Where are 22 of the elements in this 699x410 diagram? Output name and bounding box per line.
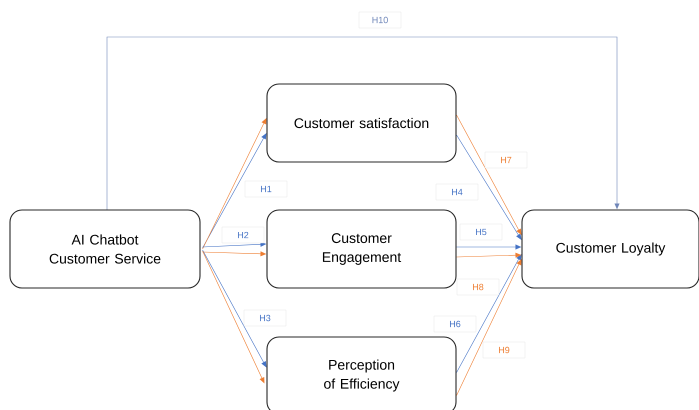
- edge-label: H3: [244, 310, 286, 326]
- edge-label: H5: [460, 224, 502, 240]
- edge-label: H9: [482, 342, 526, 358]
- process-box: Customer Engagement: [266, 209, 457, 289]
- process-box: Customer satisfaction: [266, 83, 457, 163]
- arrow: [202, 250, 266, 368]
- edge-label: H6: [434, 316, 476, 332]
- arrow: [456, 114, 522, 235]
- arrow: [456, 259, 522, 396]
- process-box: Perception of Efficiency: [266, 336, 457, 410]
- process-box: AI Chatbot Customer Service: [9, 209, 201, 289]
- edge-label: H1: [244, 180, 288, 198]
- arrow: [106, 36, 620, 210]
- edge-label: H7: [484, 152, 528, 168]
- arrow: [456, 254, 522, 373]
- edge-label: H2: [222, 226, 264, 244]
- edge-label: H10: [358, 12, 402, 28]
- process-box: Customer Loyalty: [521, 209, 699, 289]
- arrow: [456, 134, 522, 240]
- edge-label: H4: [436, 184, 478, 200]
- edge-label: H8: [456, 278, 500, 296]
- arrow: [202, 250, 264, 384]
